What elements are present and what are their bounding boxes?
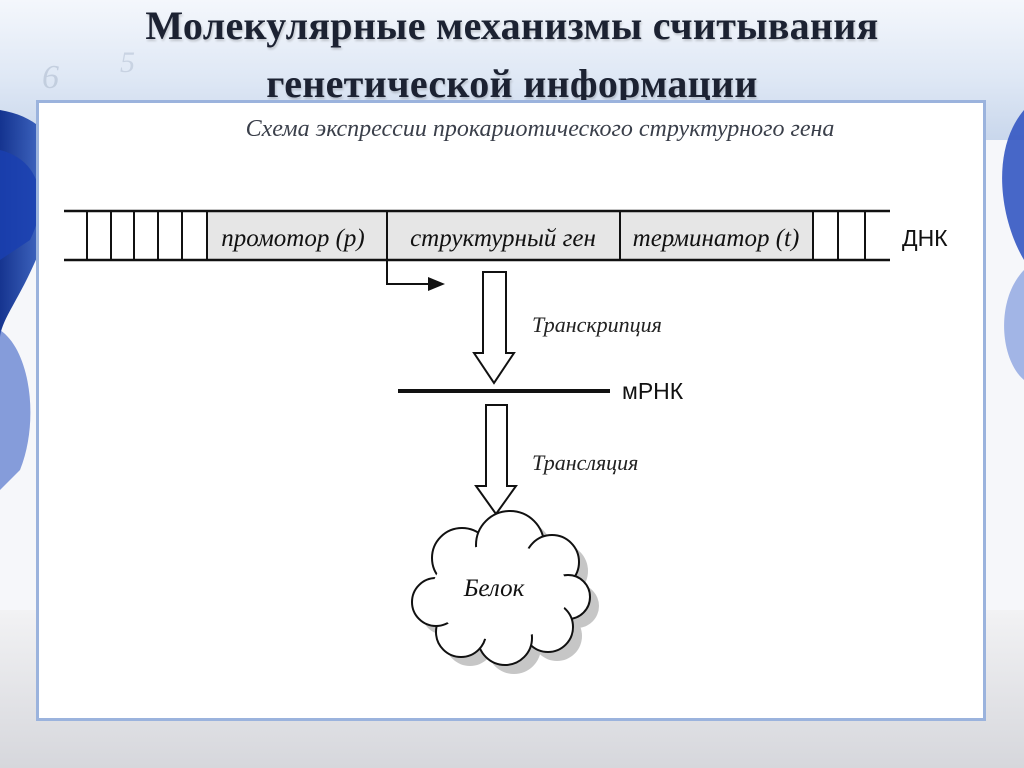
terminator-label: терминатор (t) [633, 225, 800, 252]
structural-gene-label: структурный ген [410, 225, 596, 252]
terminator-region [620, 211, 813, 260]
promoter-label: промотор (р) [221, 225, 364, 252]
dna-label: ДНК [902, 225, 948, 251]
transcription-arrow [472, 271, 516, 385]
transcription-label: Транскрипция [532, 312, 662, 337]
transcription-start-arrow [386, 260, 445, 291]
slide-title-line-2: генетической информации [266, 61, 758, 106]
dna-left-rungs [86, 211, 208, 260]
structural-gene-region [387, 211, 620, 260]
protein-cloud [411, 510, 599, 674]
mrna-label: мРНК [622, 378, 684, 404]
protein-label: Белок [463, 575, 525, 602]
svg-text:6: 6 [42, 59, 59, 96]
dna-strip: промотор (р) структурный ген терминатор … [64, 209, 890, 262]
slide-title-line-1: Молекулярные механизмы считывания [145, 3, 879, 48]
translation-label: Трансляция [532, 450, 638, 475]
diagram-subtitle: Схема экспрессии прокариотического струк… [246, 116, 835, 142]
dna-right-rungs [837, 211, 866, 260]
svg-text:5: 5 [120, 46, 135, 79]
promoter-region [207, 211, 387, 260]
region-dividers [386, 211, 814, 260]
translation-arrow [474, 404, 518, 516]
